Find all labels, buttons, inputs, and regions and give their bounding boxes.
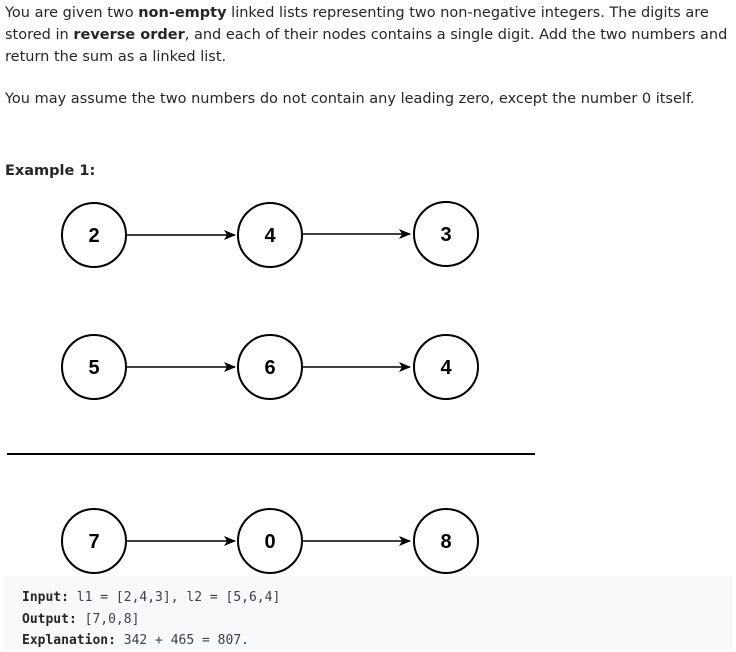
list2-row: 5 6 4	[61, 334, 479, 400]
problem-description: You are given two non-empty linked lists…	[5, 2, 733, 68]
list1-node-1: 2	[61, 202, 127, 268]
result-node-3-value: 8	[440, 531, 451, 553]
input-value: l1 = [2,4,3], l2 = [5,6,4]	[68, 590, 281, 605]
result-node-2-value: 0	[264, 531, 275, 553]
list1-node-3-value: 3	[440, 224, 451, 246]
list1-node-2: 4	[237, 202, 303, 268]
desc-text-1: You are given two	[5, 5, 139, 21]
linked-list-diagram: 2 4 3 5 6 4 7	[7, 201, 535, 574]
result-row: 7 0 8	[61, 508, 479, 574]
explanation-label: Explanation:	[22, 633, 116, 648]
output-label: Output:	[22, 611, 77, 627]
explanation-value: 342 + 465 = 807.	[115, 633, 249, 648]
result-node-3: 8	[413, 508, 479, 574]
list1-node-2-value: 4	[264, 225, 276, 247]
list1-node-1-value: 2	[88, 225, 99, 247]
problem-assumption: You may assume the two numbers do not co…	[5, 91, 695, 107]
desc-bold-reverse-order: reverse order	[73, 27, 185, 43]
result-node-1-value: 7	[88, 531, 99, 553]
result-node-2: 0	[237, 508, 303, 574]
example-title: Example 1:	[5, 163, 96, 179]
input-label: Input:	[22, 590, 69, 605]
output-line: Output: [7,0,8]	[22, 609, 733, 631]
list2-node-2-value: 6	[264, 357, 275, 379]
list1-node-3: 3	[413, 201, 479, 267]
explanation-line: Explanation: 342 + 465 = 807.	[22, 630, 733, 652]
result-node-1: 7	[61, 508, 127, 574]
output-value: [7,0,8]	[76, 611, 140, 627]
example-code-block: Input: l1 = [2,4,3], l2 = [5,6,4] Output…	[5, 576, 733, 650]
list1-row: 2 4 3	[61, 201, 479, 268]
desc-bold-non-empty: non-empty	[138, 5, 227, 21]
input-line: Input: l1 = [2,4,3], l2 = [5,6,4]	[22, 587, 733, 609]
list2-node-1-value: 5	[88, 357, 99, 379]
list2-node-2: 6	[237, 334, 303, 400]
list2-node-1: 5	[61, 334, 127, 400]
list2-node-3: 4	[413, 334, 479, 400]
desc-text-2: linked lists representing two non-negati…	[5, 5, 709, 43]
list2-node-3-value: 4	[440, 357, 452, 379]
desc-text-3: , and each of their nodes contains a sin…	[5, 27, 728, 65]
